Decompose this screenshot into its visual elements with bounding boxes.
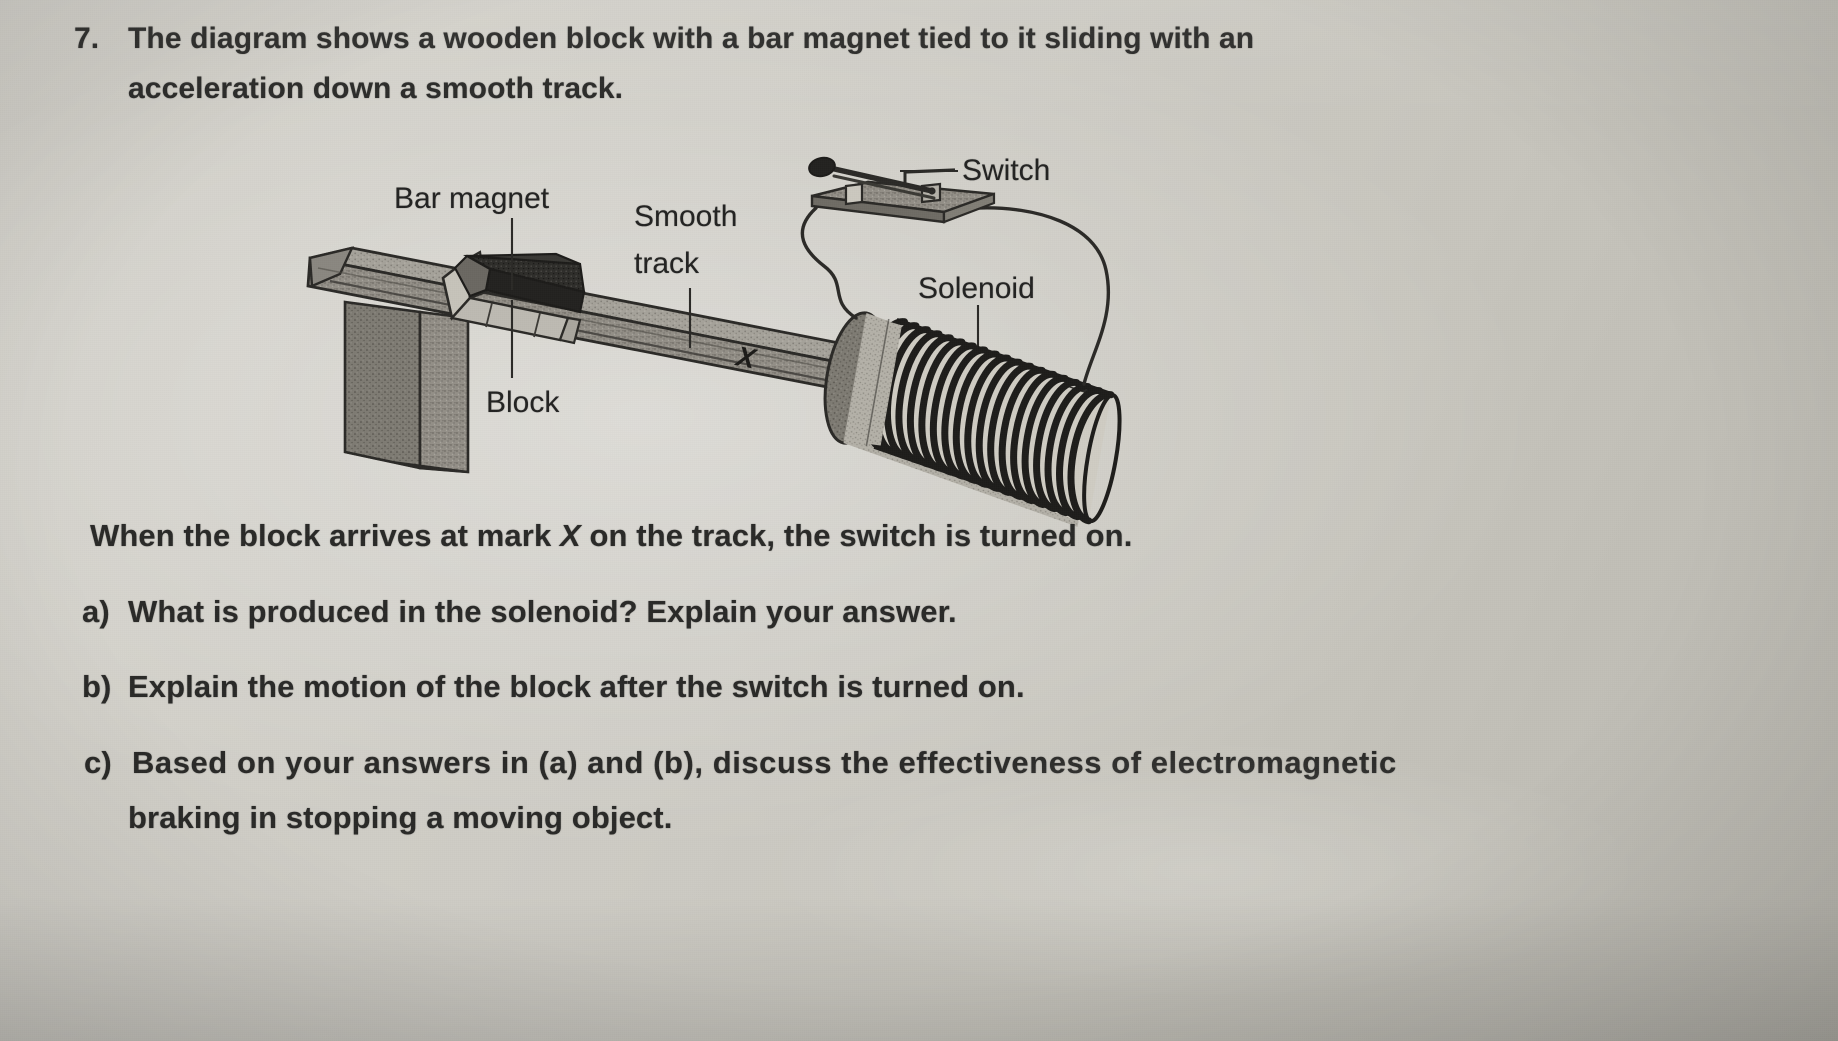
statement-mark: X	[560, 518, 581, 553]
label-track: track	[634, 247, 700, 280]
statement-after-mark: on the track, the switch is turned on.	[580, 518, 1133, 553]
part-b-label: b)	[82, 669, 112, 704]
label-block: Block	[486, 386, 560, 419]
part-b-text: Explain the motion of the block after th…	[128, 669, 1025, 704]
label-smooth: Smooth	[634, 200, 738, 233]
statement-line: When the block arrives at mark X on the …	[90, 518, 1132, 554]
part-a-text: What is produced in the solenoid? Explai…	[128, 594, 957, 629]
label-solenoid: Solenoid	[918, 272, 1035, 305]
question-number: 7.	[74, 22, 100, 55]
question-stem-line-1: The diagram shows a wooden block with a …	[128, 22, 1255, 55]
part-c-text-line-2: braking in stopping a moving object.	[128, 800, 673, 835]
label-switch: Switch	[962, 154, 1051, 187]
question-stem-line-2: acceleration down a smooth track.	[128, 72, 624, 105]
part-c-text-line-1: Based on your answers in (a) and (b), di…	[132, 745, 1397, 780]
statement-before-mark: When the block arrives at mark	[90, 518, 560, 553]
part-c-label: c)	[84, 745, 112, 780]
label-bar-magnet: Bar magnet	[394, 182, 550, 215]
part-a-label: a)	[82, 594, 110, 629]
